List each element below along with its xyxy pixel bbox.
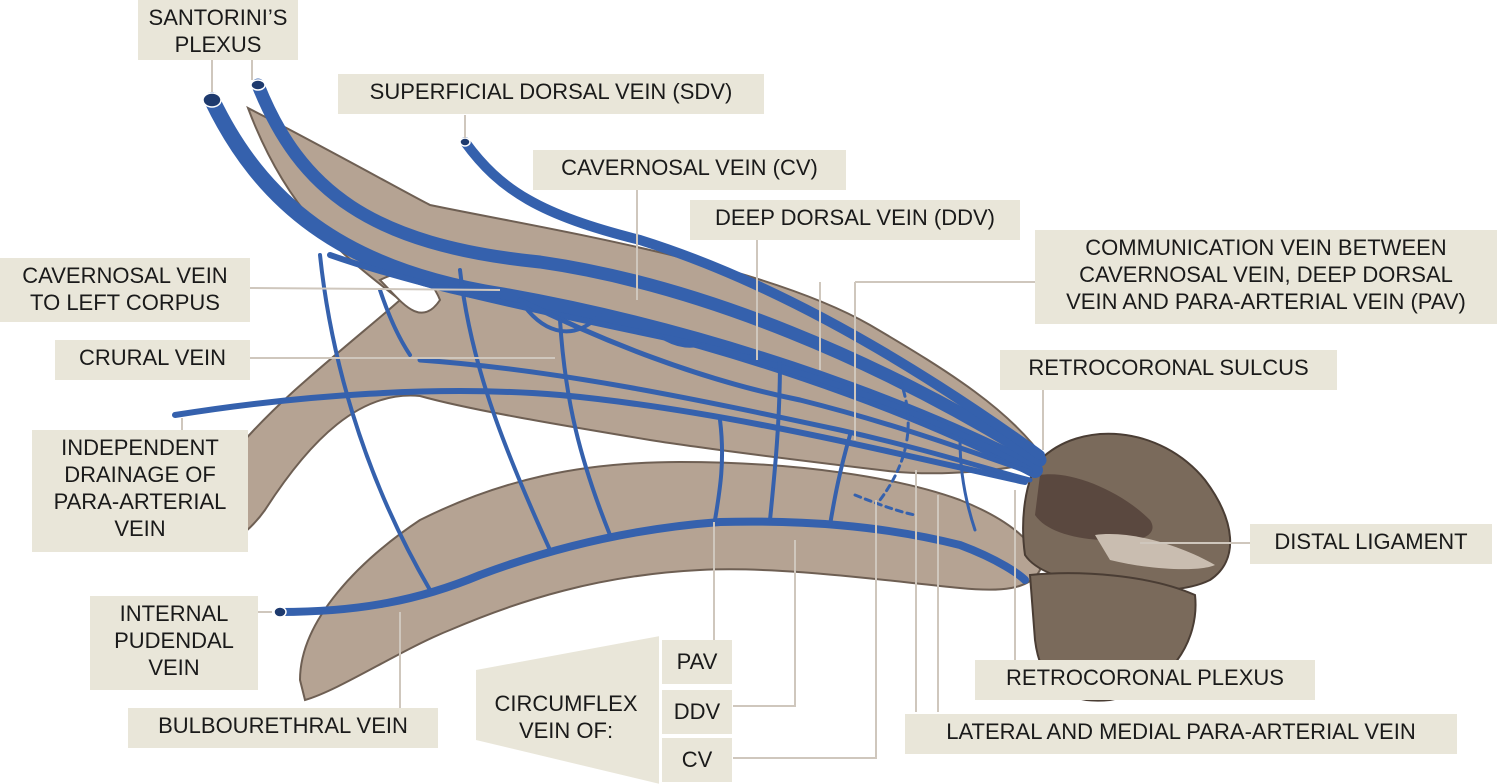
label-deep-dorsal-vein: DEEP DORSAL VEIN (DDV) bbox=[690, 200, 1020, 240]
label-internal-pudendal-vein: INTERNAL PUDENDAL VEIN bbox=[90, 596, 258, 690]
label-cavernosal-vein: CAVERNOSAL VEIN (CV) bbox=[533, 150, 846, 190]
corpus-spongiosum bbox=[298, 460, 1042, 702]
label-superficial-dorsal-vein: SUPERFICIAL DORSAL VEIN (SDV) bbox=[338, 74, 764, 114]
vein-network bbox=[172, 78, 1047, 616]
label-cavernosal-vein-left-corpus: CAVERNOSAL VEIN TO LEFT CORPUS bbox=[0, 258, 250, 322]
label-circumflex-ddv: DDV bbox=[662, 690, 732, 734]
label-lateral-medial-para-arterial-vein: LATERAL AND MEDIAL PARA-ARTERIAL VEIN bbox=[905, 714, 1457, 754]
leader-lines bbox=[181, 58, 1250, 759]
label-independent-drainage: INDEPENDENT DRAINAGE OF PARA-ARTERIAL VE… bbox=[32, 430, 248, 552]
label-circumflex-cv: CV bbox=[662, 738, 732, 782]
label-circumflex-vein-of: CIRCUMFLEX VEIN OF: bbox=[494, 691, 638, 743]
label-bulbourethral-vein: BULBOURETHRAL VEIN bbox=[128, 708, 438, 748]
circumflex-bracket bbox=[476, 636, 660, 784]
label-retrocoronal-plexus: RETROCORONAL PLEXUS bbox=[975, 660, 1315, 700]
vessel-openings bbox=[202, 79, 471, 618]
circumflex-separators bbox=[659, 636, 733, 784]
label-communication-vein: COMMUNICATION VEIN BETWEEN CAVERNOSAL VE… bbox=[1035, 230, 1497, 324]
label-circumflex-pav: PAV bbox=[662, 640, 732, 684]
label-santorinis-plexus: SANTORINI’S PLEXUS bbox=[138, 0, 298, 60]
label-retrocoronal-sulcus: RETROCORONAL SULCUS bbox=[1000, 350, 1337, 390]
label-distal-ligament: DISTAL LIGAMENT bbox=[1250, 524, 1492, 564]
label-crural-vein: CRURAL VEIN bbox=[55, 340, 250, 380]
